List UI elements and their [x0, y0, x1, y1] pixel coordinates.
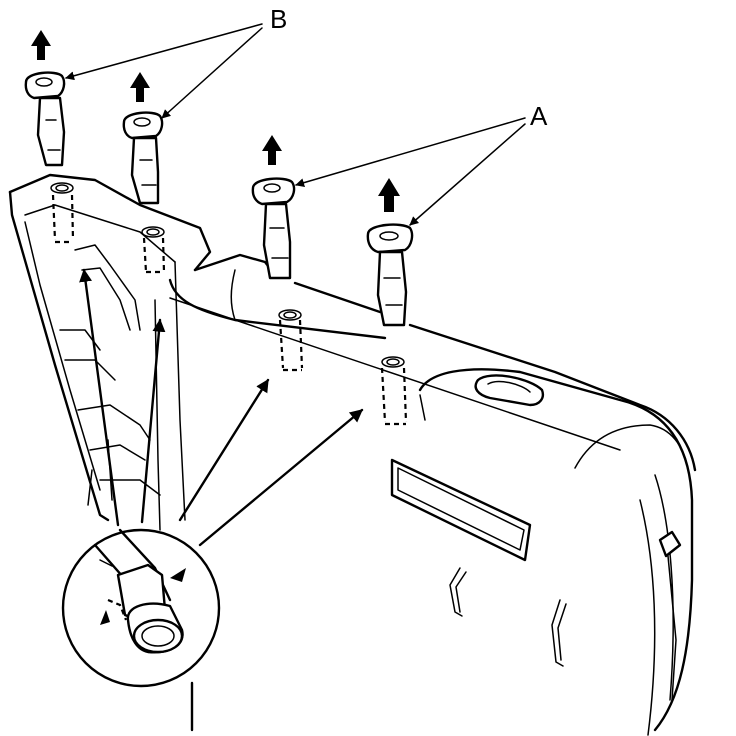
pointer-arrowhead-icon: [170, 568, 186, 582]
pointer-arrowhead-icon: [100, 610, 110, 625]
guide-holes: [50, 182, 408, 426]
callout-b: B: [65, 4, 287, 119]
headrest-guide-a-right: [366, 178, 414, 327]
pull-up-arrow-icon: [378, 178, 400, 212]
pull-up-arrow-icon: [130, 72, 150, 102]
headrest-guide-b-left: [24, 30, 66, 167]
headrest-guide-b-right: [122, 72, 164, 205]
detail-magnifier: [61, 528, 221, 688]
pull-up-arrow-icon: [262, 135, 282, 165]
pull-up-arrow-icon: [31, 30, 51, 60]
headrest-guide-a-left: [251, 135, 296, 280]
callout-a: A: [295, 101, 548, 226]
callout-label-b: B: [270, 4, 287, 34]
detail-leader-arrows: [79, 268, 364, 547]
callout-label-a: A: [530, 101, 548, 131]
